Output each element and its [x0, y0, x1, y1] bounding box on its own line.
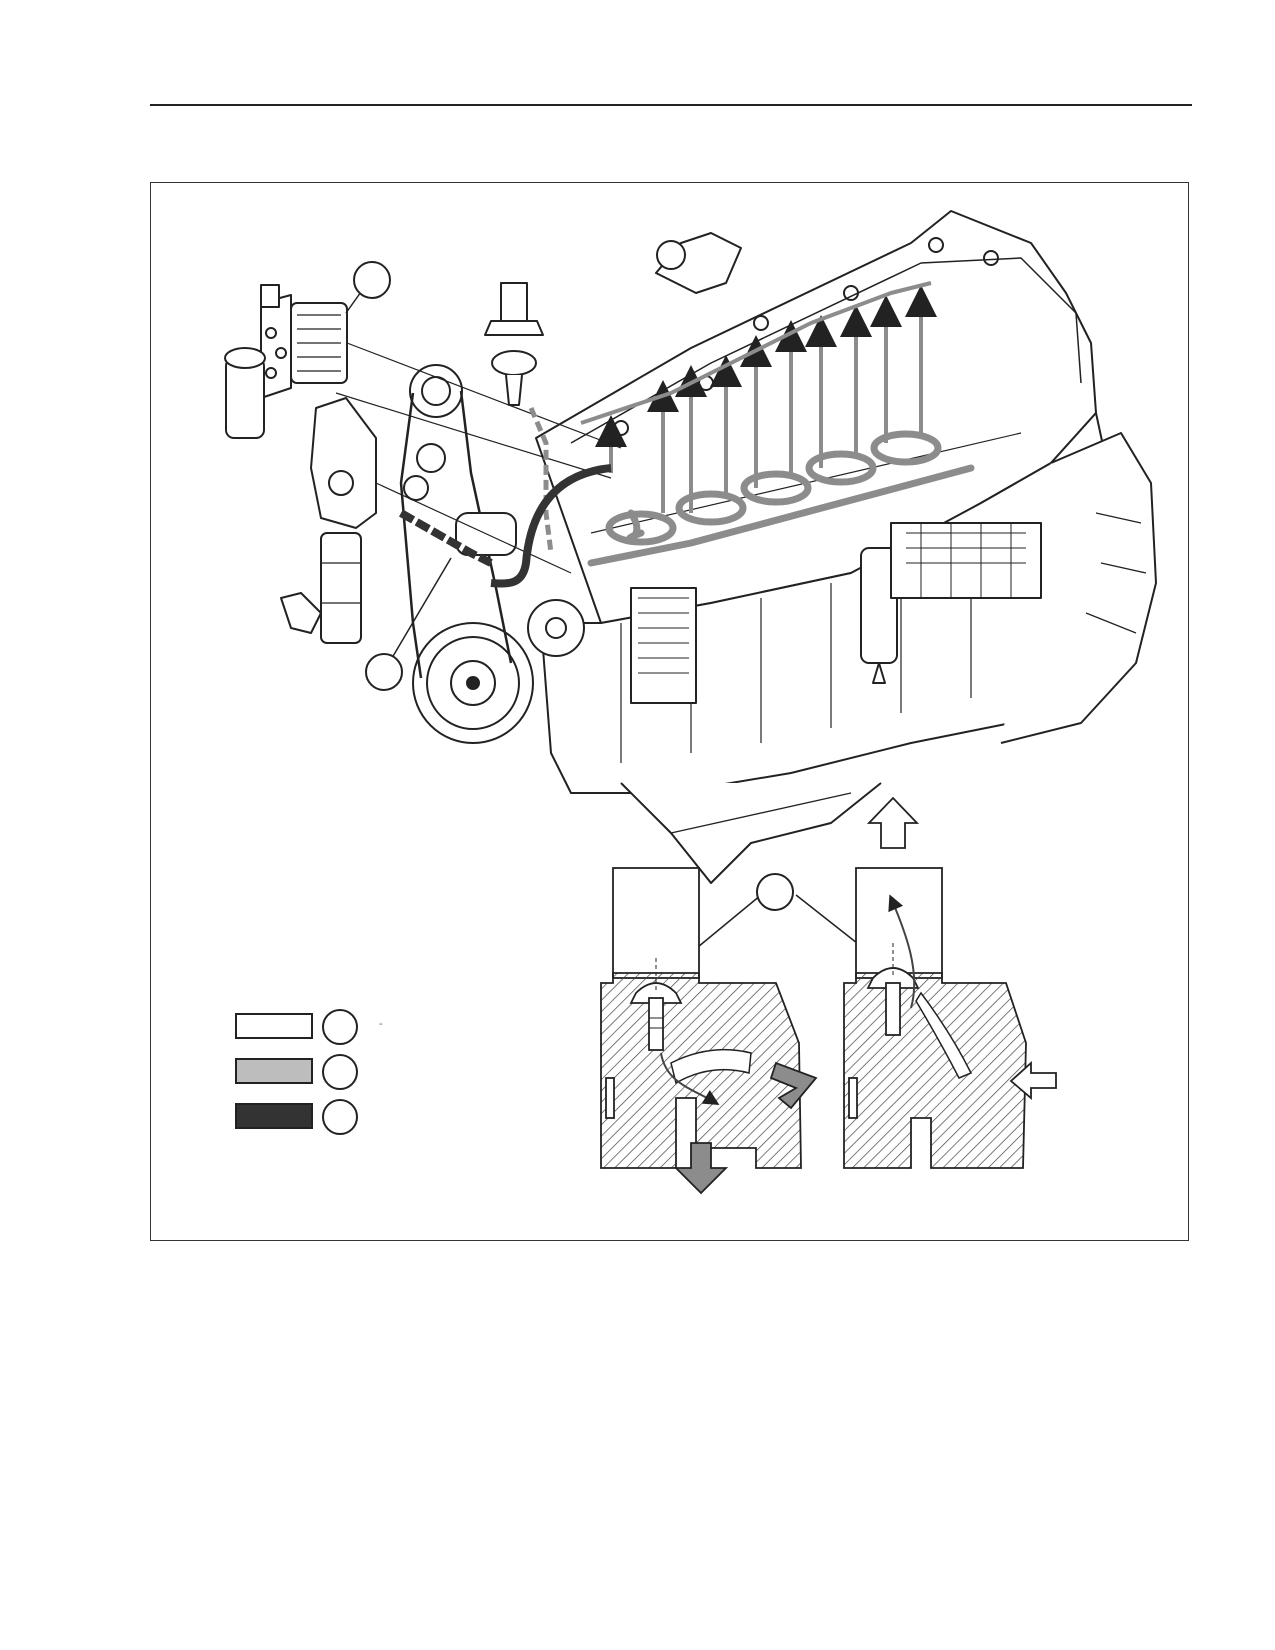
legend-hot-coolant-callout: [322, 1099, 358, 1135]
pump-callout: [365, 653, 403, 691]
pump-callout-leader: [388, 557, 452, 664]
thermostat-closed-view: [600, 867, 818, 1195]
header-rule: [150, 104, 1192, 106]
engine-cooling-circuit-view: [224, 210, 1157, 884]
cooler-callout: [353, 261, 391, 299]
legend-cold-coolant-label: -: [379, 1018, 383, 1030]
thermostat-open-view: [843, 796, 1057, 1169]
legend-warm-coolant-callout: [322, 1054, 358, 1090]
figure-frame: -: [150, 182, 1189, 1241]
legend-cold-coolant-callout: [322, 1009, 358, 1045]
legend-hot-coolant-swatch: [235, 1103, 313, 1129]
cooling-system-diagram: [224, 210, 1157, 1195]
legend-warm-coolant-swatch: [235, 1058, 313, 1084]
legend-cold-coolant-swatch: [235, 1013, 313, 1039]
thermostat-callout: [756, 873, 794, 911]
